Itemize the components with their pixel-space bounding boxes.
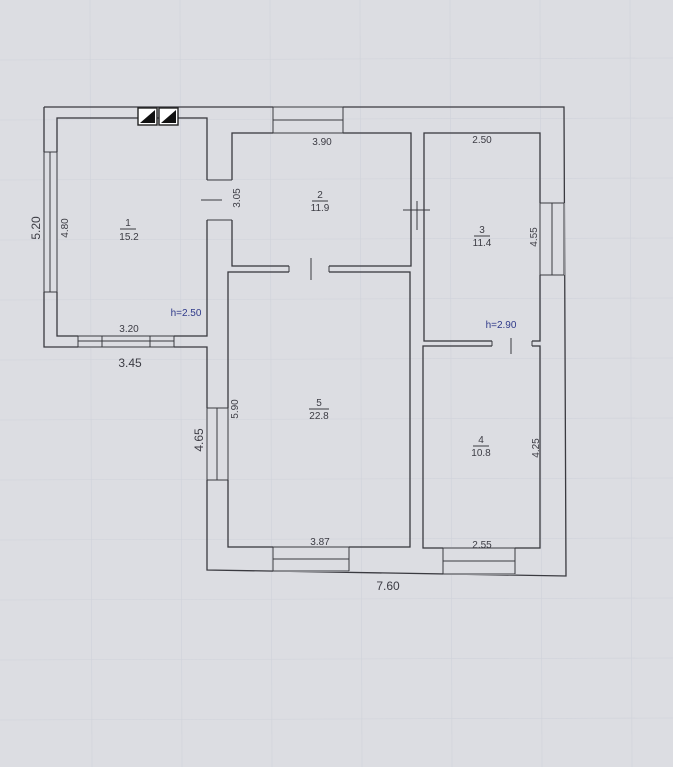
dim-3-87: 3.87	[310, 537, 330, 548]
dim-5-20: 5.20	[29, 216, 43, 240]
room-2-number: 2	[317, 190, 323, 201]
dim-3-05: 3.05	[232, 188, 243, 208]
dim-4-80: 4.80	[60, 218, 71, 238]
room-4-area: 10.8	[471, 448, 491, 459]
room-3-label: 3 11.4	[473, 225, 492, 249]
window-room3-right	[539, 202, 565, 276]
window-room5-bottom	[272, 546, 350, 572]
window-room1-left	[43, 151, 58, 293]
dim-3-45: 3.45	[118, 356, 142, 370]
room-3-outline	[423, 132, 541, 342]
room-1-label: 1 15.2	[119, 218, 139, 243]
room-2-area: 11.9	[311, 203, 330, 214]
window-room5-left	[206, 407, 229, 481]
room-4-number: 4	[478, 435, 484, 446]
dim-3-90: 3.90	[312, 137, 332, 148]
dim-4-25: 4.25	[531, 438, 542, 458]
dim-5-90: 5.90	[230, 399, 241, 419]
window-room4-bottom	[442, 547, 516, 575]
window-room1-bottom	[77, 335, 175, 348]
vent-icon	[137, 107, 179, 126]
door-marks	[201, 179, 533, 354]
room-1-area: 15.2	[119, 232, 139, 243]
dim-2-55: 2.55	[472, 540, 492, 551]
dim-3-20: 3.20	[119, 324, 139, 335]
height-label-right: h=2.90	[486, 320, 517, 331]
room-4-label: 4 10.8	[471, 435, 491, 459]
dim-7-60: 7.60	[376, 579, 400, 593]
dim-2-50: 2.50	[472, 135, 492, 146]
height-label-left: h=2.50	[171, 308, 202, 319]
room-5-number: 5	[316, 398, 322, 409]
room-3-area: 11.4	[473, 238, 492, 249]
exterior-walls	[43, 106, 567, 577]
room-4-outline	[422, 345, 541, 549]
room-5-label: 5 22.8	[309, 398, 329, 422]
room-1-outline	[56, 117, 208, 337]
room-3-number: 3	[479, 225, 485, 236]
room-5-area: 22.8	[309, 411, 329, 422]
room-1-number: 1	[125, 218, 131, 229]
dim-4-55: 4.55	[529, 227, 540, 247]
window-room2-top	[272, 106, 344, 134]
dim-4-65: 4.65	[192, 428, 206, 452]
room-2-label: 2 11.9	[311, 190, 330, 214]
